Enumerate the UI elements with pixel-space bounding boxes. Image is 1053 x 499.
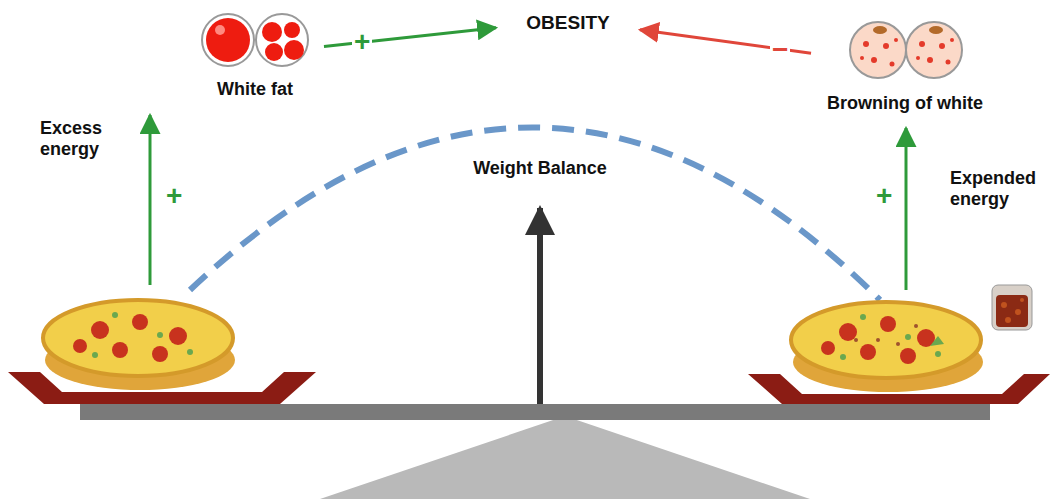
fat-cell-node: White fat <box>190 8 320 100</box>
fulcrum <box>320 416 810 499</box>
plus-sign: + <box>876 180 900 212</box>
arrow-connector <box>324 28 496 47</box>
node-text: Browning of white <box>815 93 995 114</box>
energy-arrow <box>905 128 908 290</box>
balance-pointer <box>537 208 543 405</box>
sign-label: − <box>770 36 790 64</box>
outcome-label: OBESITY <box>500 6 636 34</box>
sign-label: + <box>352 28 372 56</box>
beam <box>80 404 990 420</box>
balance-arc <box>190 127 880 300</box>
beige-fat-cells <box>850 22 962 78</box>
fat-cell-node: Browning of white <box>815 18 995 114</box>
balance-label: Weight Balance <box>470 158 610 179</box>
energy-arrow <box>149 115 152 285</box>
white-fat-cells <box>202 14 308 66</box>
energy-label: Expended energy <box>950 168 1046 209</box>
plus-sign: + <box>166 180 190 212</box>
node-text: OBESITY <box>500 12 636 34</box>
node-text: White fat <box>190 79 320 100</box>
spice-jar <box>992 285 1032 330</box>
energy-label: Excess energy <box>40 118 130 159</box>
pizza <box>791 302 983 392</box>
pizza <box>43 300 235 390</box>
